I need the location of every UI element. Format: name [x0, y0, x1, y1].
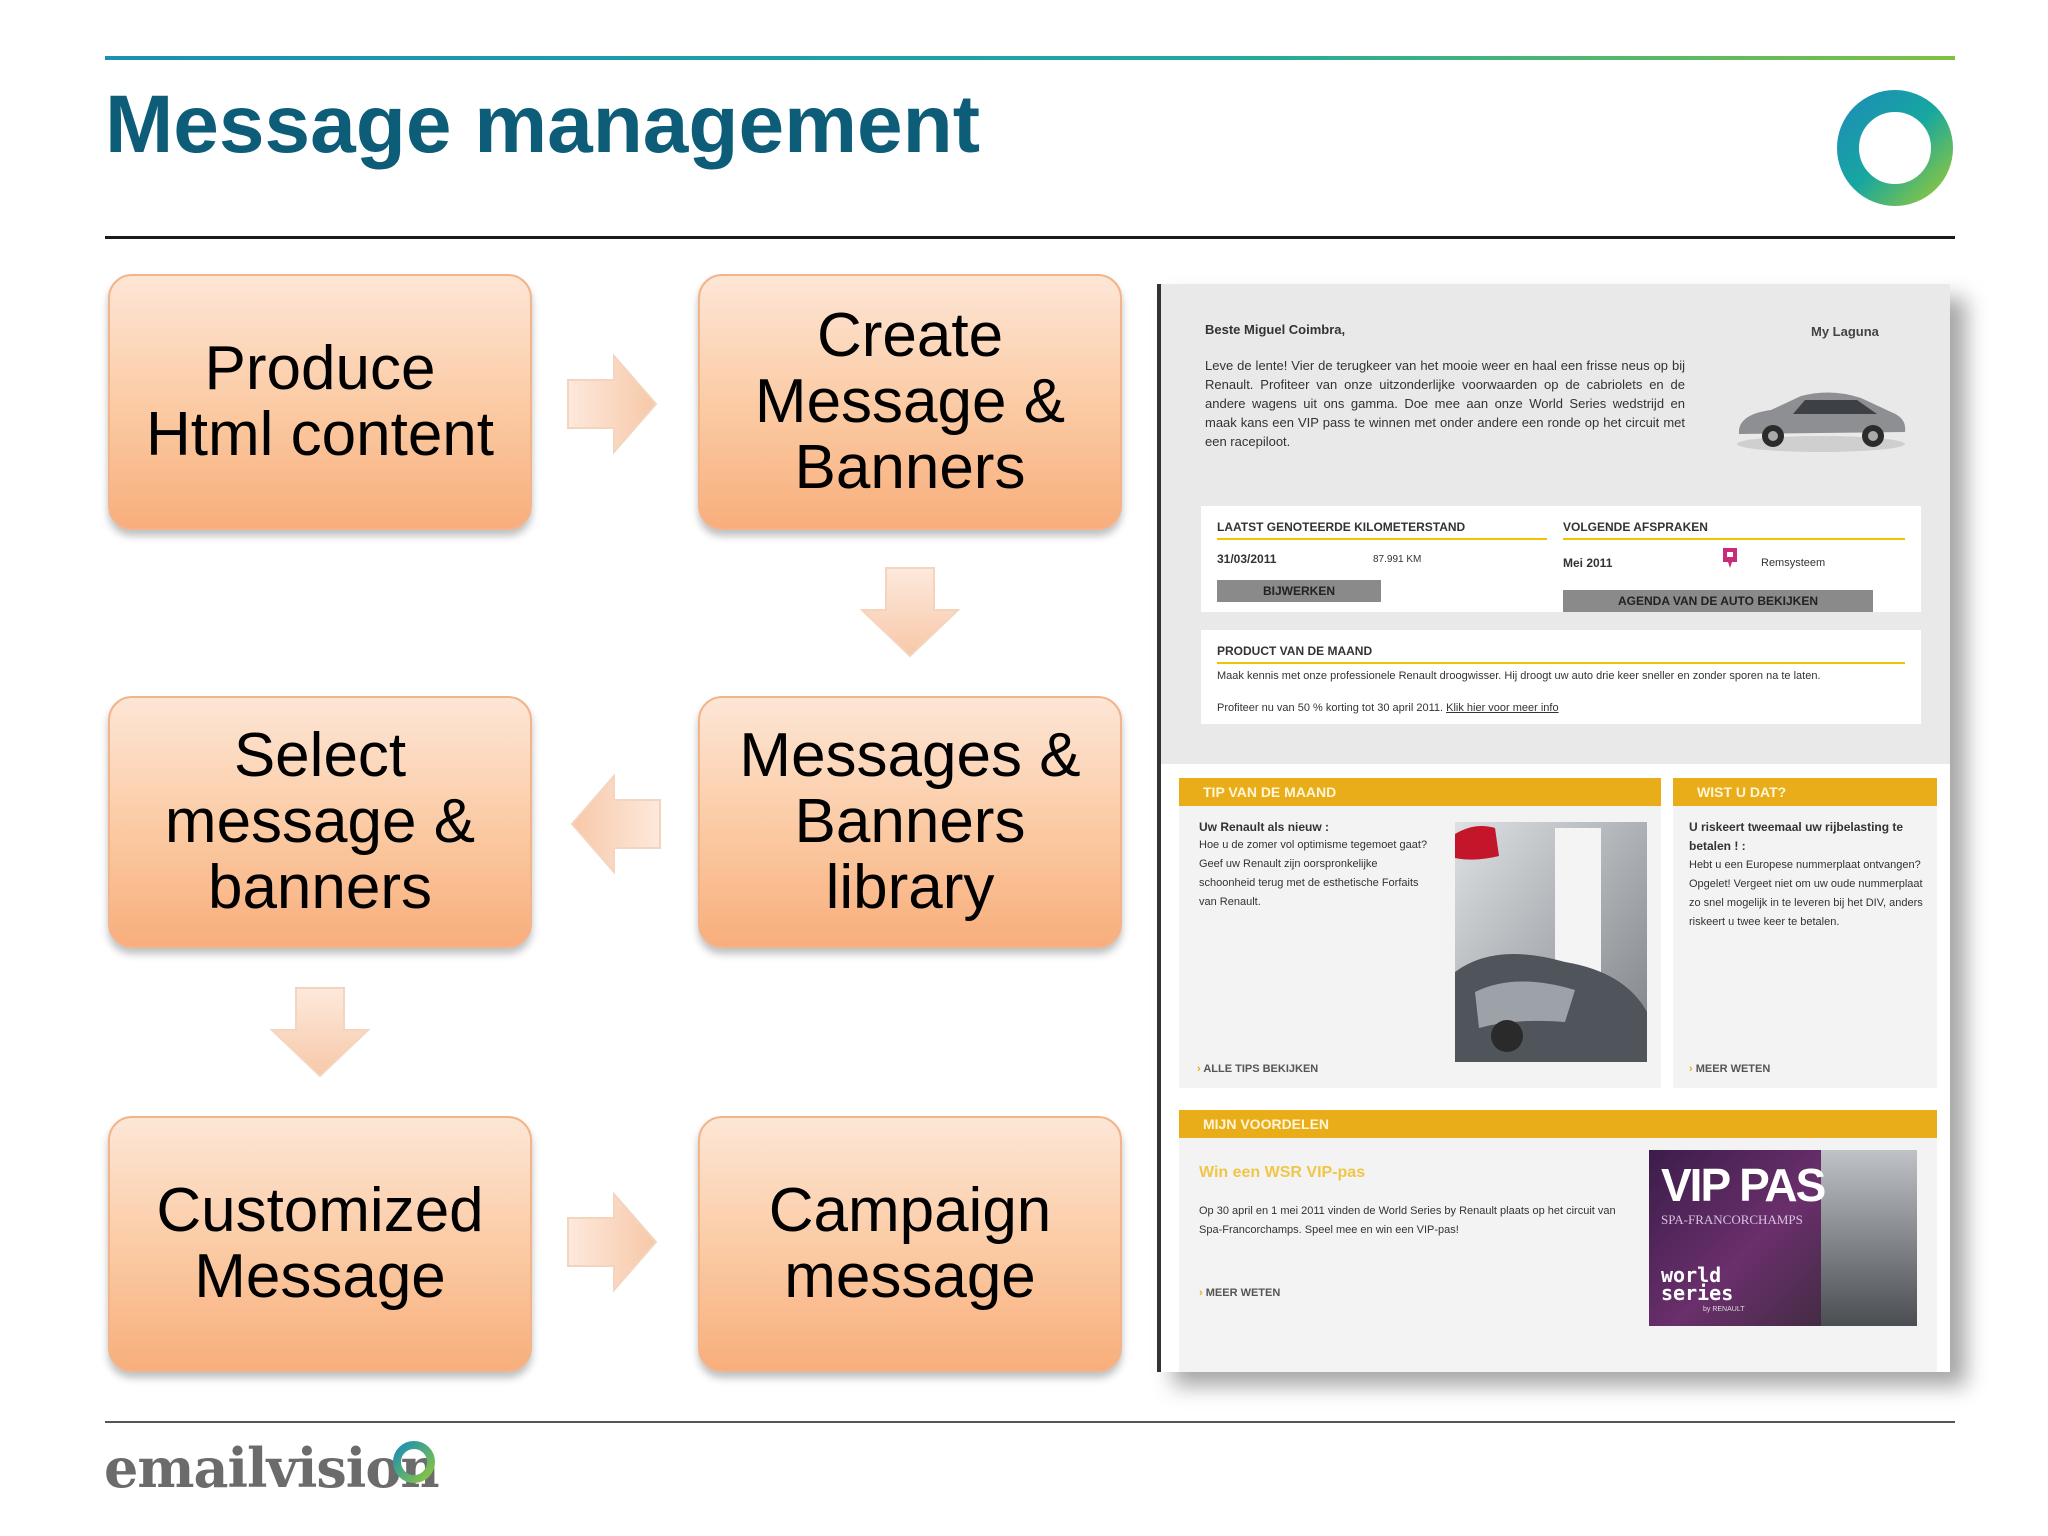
- flow-step-customized: Customized Message: [108, 1116, 532, 1372]
- flow-step-label: Produce Html content: [145, 334, 495, 469]
- chevron-right-icon: ›: [1199, 1287, 1203, 1299]
- flow-step-library: Messages & Banners library: [698, 696, 1122, 948]
- emailvision-ring-logo-icon: [1837, 90, 1953, 206]
- did-you-know-title: U riskeert tweemaal uw rijbelasting te b…: [1689, 820, 1904, 853]
- advantages-heading: MIJN VOORDELEN: [1179, 1110, 1937, 1138]
- emailvision-ring-small-icon: [393, 1441, 435, 1483]
- arrow-right-icon: [567, 353, 658, 455]
- tip-title: Uw Renault als nieuw :: [1199, 820, 1330, 834]
- flow-step-label: Select message & banners: [164, 721, 476, 922]
- km-value: 87.991 KM: [1373, 554, 1422, 565]
- km-update-button[interactable]: BIJWERKEN: [1217, 580, 1381, 602]
- flow-step-create: Create Message & Banners: [698, 274, 1122, 530]
- email-preview: Beste Miguel Coimbra, My Laguna Leve de …: [1157, 284, 1950, 1372]
- did-you-know-more-label: MEER WETEN: [1695, 1063, 1771, 1075]
- product-title-underline: [1217, 662, 1905, 664]
- tip-heading: TIP VAN DE MAAND: [1179, 778, 1661, 806]
- did-you-know-panel: [1673, 778, 1937, 1088]
- flow-step-campaign: Campaign message: [698, 1116, 1122, 1372]
- footer-divider: [105, 1421, 1955, 1423]
- advantages-more-label: MEER WETEN: [1205, 1287, 1281, 1299]
- did-you-know-text: Hebt u een Europese nummerplaat ontvange…: [1689, 859, 1923, 928]
- km-date: 31/03/2011: [1217, 552, 1277, 566]
- chevron-right-icon: ›: [1689, 1063, 1693, 1075]
- header-divider: [105, 236, 1955, 239]
- product-offer: Profiteer nu van 50 % korting tot 30 apr…: [1217, 700, 1559, 716]
- km-title-underline: [1217, 538, 1547, 540]
- racer-helmet-image: [1821, 1150, 1917, 1326]
- product-offer-text: Profiteer nu van 50 % korting tot 30 apr…: [1217, 702, 1444, 714]
- appointments-title: VOLGENDE AFSPRAKEN: [1563, 520, 1708, 534]
- appointments-item: Remsysteem: [1761, 557, 1826, 569]
- car-washing-photo: [1455, 822, 1647, 1062]
- emailvision-logo: emailvision: [104, 1436, 440, 1500]
- product-more-info-link[interactable]: Klik hier voor meer info: [1446, 702, 1559, 714]
- vip-pass-subtitle: SPA-FRANCORCHAMPS: [1661, 1212, 1803, 1227]
- world-series-by: by RENAULT: [1703, 1306, 1745, 1313]
- product-text: Maak kennis met onze professionele Renau…: [1217, 670, 1821, 682]
- flow-step-label: Create Message & Banners: [754, 301, 1066, 502]
- world-series-logo: world series: [1661, 1263, 1734, 1305]
- did-you-know-more-link[interactable]: › MEER WETEN: [1689, 1060, 1770, 1079]
- email-greeting: Beste Miguel Coimbra,: [1205, 322, 1346, 337]
- appointments-agenda-button[interactable]: AGENDA VAN DE AUTO BEKIJKEN: [1563, 590, 1873, 612]
- tip-all-link-label: ALLE TIPS BEKIJKEN: [1203, 1063, 1319, 1075]
- tip-text: Hoe u de zomer vol optimisme tegemoet ga…: [1199, 839, 1428, 908]
- km-title: LAATST GENOTEERDE KILOMETERSTAND: [1217, 520, 1466, 534]
- flow-step-select: Select message & banners: [108, 696, 532, 948]
- appointments-date: Mei 2011: [1563, 556, 1613, 570]
- arrow-down-icon: [269, 987, 371, 1078]
- vip-pass-banner: VIP PAS SPA-FRANCORCHAMPS world series b…: [1649, 1150, 1917, 1326]
- location-pin-icon: [1723, 548, 1737, 568]
- appointments-title-underline: [1563, 538, 1905, 540]
- advantages-title: Win een WSR VIP-pas: [1199, 1164, 1366, 1181]
- tip-all-link[interactable]: › ALLE TIPS BEKIJKEN: [1197, 1060, 1318, 1079]
- car-icon: [1737, 392, 1906, 452]
- flow-step-label: Campaign message: [768, 1176, 1052, 1311]
- flow-step-label: Messages & Banners library: [739, 721, 1081, 922]
- product-title: PRODUCT VAN DE MAAND: [1217, 644, 1373, 658]
- email-intro-text: Leve de lente! Vier de terugkeer van het…: [1205, 358, 1685, 449]
- arrow-left-icon: [570, 773, 661, 875]
- did-you-know-heading: WIST U DAT?: [1673, 778, 1937, 806]
- advantages-more-link[interactable]: › MEER WETEN: [1199, 1284, 1280, 1303]
- chevron-right-icon: ›: [1197, 1063, 1201, 1075]
- arrow-down-icon: [859, 567, 961, 658]
- email-model-label: My Laguna: [1811, 324, 1879, 339]
- email-product-panel: [1201, 630, 1921, 724]
- flow-step-label: Customized Message: [156, 1176, 484, 1311]
- top-accent-rule: [105, 56, 1955, 60]
- arrow-right-icon: [567, 1191, 658, 1293]
- slide-title: Message management: [105, 79, 981, 170]
- advantages-text: Op 30 april en 1 mei 2011 vinden de Worl…: [1199, 1205, 1616, 1236]
- vip-pass-title: VIP PAS: [1661, 1159, 1826, 1211]
- flow-step-produce: Produce Html content: [108, 274, 532, 530]
